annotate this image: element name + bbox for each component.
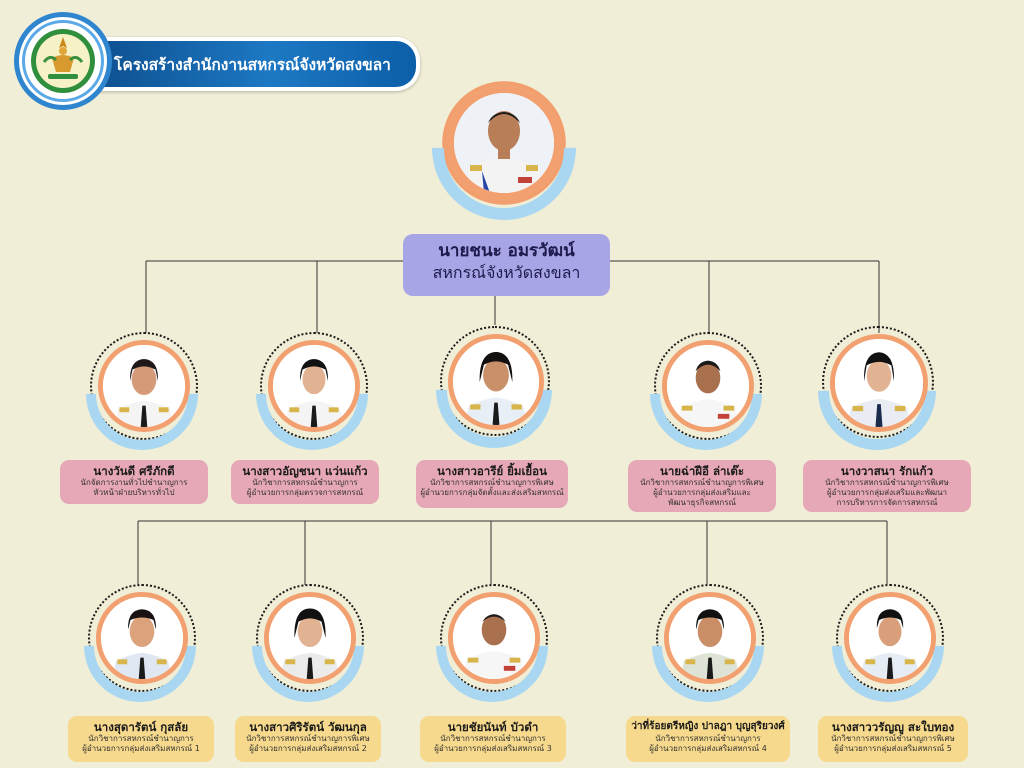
row1-role-3: ผู้อำนวยการกลุ่มจัดตั้งและส่งเสริมสหกรณ์ — [420, 488, 564, 497]
row1-role-4b: พัฒนาธุรกิจสหกรณ์ — [668, 498, 736, 507]
row2-portrait-5 — [808, 566, 968, 726]
row2-role-3: ผู้อำนวยการกลุ่มส่งเสริมสหกรณ์ 3 — [434, 744, 552, 753]
row1-name-1: นางวันดี ศรีภักดี — [93, 464, 175, 478]
head-portrait — [402, 46, 606, 250]
row2-portrait-2 — [228, 566, 388, 726]
row1-name-4: นายฉ่าฝีอี ล่าเต๊ะ — [659, 464, 745, 478]
row2-name-3: นายชัยนันท์ บัวดำ — [447, 720, 539, 734]
row1-title-3: นักวิชาการสหกรณ์ชำนาญการพิเศษ — [430, 478, 554, 487]
head-label: นายชนะ อมรวัฒน์ สหกรณ์จังหวัดสงขลา — [403, 234, 610, 296]
row2-title-3: นักวิชาการสหกรณ์ชำนาญการ — [440, 734, 546, 743]
row1-role-2: ผู้อำนวยการกลุ่มตรวจการสหกรณ์ — [246, 488, 364, 497]
row1-photo-4 — [667, 345, 749, 427]
row1-portrait-1 — [62, 314, 222, 474]
row1-label-1: นางวันดี ศรีภักดี นักจัดการงานทั่วไปชำนา… — [60, 460, 208, 504]
row1-portrait-5 — [793, 307, 961, 475]
row2-role-5: ผู้อำนวยการกลุ่มส่งเสริมสหกรณ์ 5 — [834, 744, 952, 753]
head-photo — [454, 93, 554, 193]
row1-role-5: ผู้อำนวยการกลุ่มส่งเสริมและพัฒนา — [826, 488, 948, 497]
page-title: โครงสร้างสำนักงานสหกรณ์จังหวัดสงขลา — [114, 56, 391, 74]
row2-name-2: นางสาวศิริรัตน์ วัฒนกุล — [249, 720, 367, 734]
row1-label-2: นางสาวอัญชนา แว่นแก้ว นักวิชาการสหกรณ์ชำ… — [231, 460, 379, 504]
row2-label-4: ว่าที่ร้อยตรีหญิง ปาลฎา บุญสุริยวงศ์ นัก… — [626, 716, 790, 762]
row1-portrait-2 — [232, 314, 392, 474]
row1-label-3: นางสาวอารีย์ ยิ้มเยื้อน นักวิชาการสหกรณ์… — [416, 460, 568, 508]
head-position: สหกรณ์จังหวัดสงขลา — [432, 263, 581, 282]
logo-ring-inner — [22, 20, 104, 102]
row2-photo-2 — [269, 597, 351, 679]
row1-role-1: หัวหน้าฝ่ายบริหารทั่วไป — [93, 488, 175, 497]
row1-title-2: นักวิชาการสหกรณ์ชำนาญการ — [252, 478, 358, 487]
row1-title-5: นักวิชาการสหกรณ์ชำนาญการพิเศษ — [825, 478, 949, 487]
row2-role-1: ผู้อำนวยการกลุ่มส่งเสริมสหกรณ์ 1 — [82, 744, 200, 753]
row1-photo-5 — [835, 339, 923, 427]
row2-role-4: ผู้อำนวยการกลุ่มส่งเสริมสหกรณ์ 4 — [649, 744, 767, 753]
row1-title-4: นักวิชาการสหกรณ์ชำนาญการพิเศษ — [640, 478, 764, 487]
row1-label-4: นายฉ่าฝีอี ล่าเต๊ะ นักวิชาการสหกรณ์ชำนาญ… — [628, 460, 776, 512]
row2-role-2: ผู้อำนวยการกลุ่มส่งเสริมสหกรณ์ 2 — [249, 744, 367, 753]
row1-photo-1 — [103, 345, 185, 427]
row2-photo-3 — [453, 597, 535, 679]
header-banner: โครงสร้างสำนักงานสหกรณ์จังหวัดสงขลา — [92, 37, 420, 91]
row1-portrait-3 — [411, 307, 577, 473]
row2-label-5: นางสาววรัญญู สะใบทอง นักวิชาการสหกรณ์ชำน… — [818, 716, 968, 762]
row2-label-3: นายชัยนันท์ บัวดำ นักวิชาการสหกรณ์ชำนาญก… — [420, 716, 566, 762]
row2-name-1: นางสุดารัตน์ กุสลัย — [93, 720, 189, 734]
row1-photo-2 — [273, 345, 355, 427]
head-name: นายชนะ อมรวัฒน์ — [438, 241, 575, 261]
row1-name-3: นางสาวอารีย์ ยิ้มเยื้อน — [437, 464, 547, 478]
row2-title-4: นักวิชาการสหกรณ์ชำนาญการ — [655, 734, 761, 743]
row2-photo-1 — [101, 597, 183, 679]
row1-title-1: นักจัดการงานทั่วไปชำนาญการ — [80, 478, 188, 487]
row1-photo-3 — [453, 339, 539, 425]
row1-portrait-4 — [626, 314, 786, 474]
row2-name-4: ว่าที่ร้อยตรีหญิง ปาลฎา บุญสุริยวงศ์ — [631, 721, 785, 732]
row2-label-2: นางสาวศิริรัตน์ วัฒนกุล นักวิชาการสหกรณ์… — [235, 716, 381, 762]
row2-photo-5 — [849, 597, 931, 679]
row1-name-5: นางวาสนา รักแก้ว — [840, 464, 934, 478]
row1-label-5: นางวาสนา รักแก้ว นักวิชาการสหกรณ์ชำนาญกา… — [803, 460, 971, 512]
row2-label-1: นางสุดารัตน์ กุสลัย นักวิชาการสหกรณ์ชำนา… — [68, 716, 214, 762]
row1-role-5b: การบริหารการจัดการสหกรณ์ — [836, 498, 938, 507]
row2-portrait-4 — [628, 566, 788, 726]
row2-name-5: นางสาววรัญญู สะใบทอง — [831, 720, 955, 734]
row2-portrait-1 — [60, 566, 220, 726]
row2-title-1: นักวิชาการสหกรณ์ชำนาญการ — [88, 734, 194, 743]
row2-portrait-3 — [412, 566, 572, 726]
row2-title-5: นักวิชาการสหกรณ์ชำนาญการพิเศษ — [831, 734, 955, 743]
row1-name-2: นางสาวอัญชนา แว่นแก้ว — [242, 464, 368, 478]
row1-role-4: ผู้อำนวยการกลุ่มส่งเสริมและ — [653, 488, 751, 497]
row2-title-2: นักวิชาการสหกรณ์ชำนาญการพิเศษ — [246, 734, 370, 743]
row2-photo-4 — [669, 597, 751, 679]
cooperative-emblem-icon — [31, 29, 95, 93]
